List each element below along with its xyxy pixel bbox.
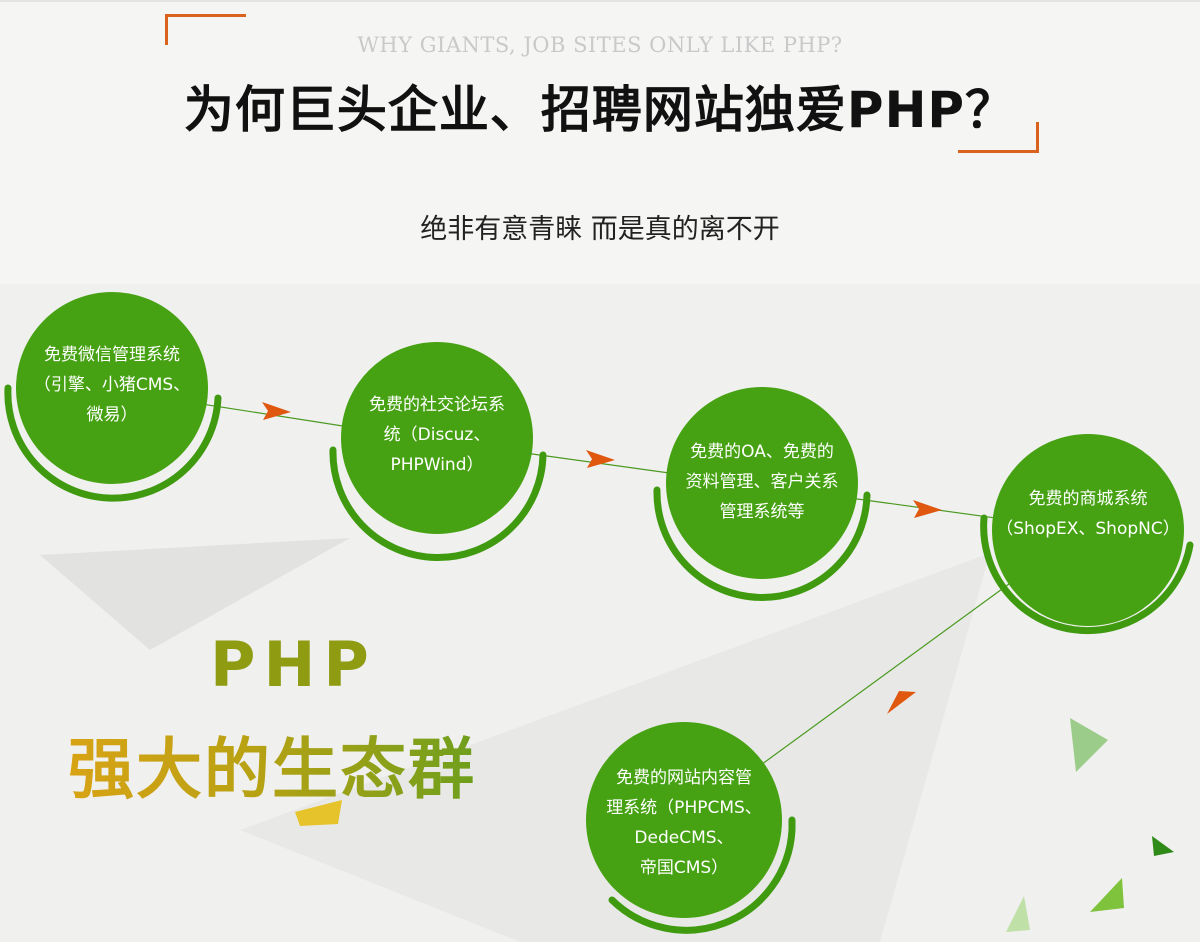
node-circle-4 [992, 434, 1184, 626]
node-text-line: 免费微信管理系统 [44, 345, 180, 365]
arrow-right-2 [586, 450, 615, 468]
node-text-line: DedeCMS、 [634, 828, 734, 848]
ecosystem-heading: 强大的生态群 [68, 716, 476, 812]
arrow-right-1 [262, 402, 291, 420]
node-text-line: 帝国CMS） [639, 858, 729, 878]
node-ring-4 [980, 514, 1194, 635]
node-ring-2 [329, 446, 547, 562]
node-circle-1 [16, 292, 208, 484]
arrow-right-3 [913, 500, 942, 518]
node-circle-2 [341, 342, 533, 534]
node-ring-1 [4, 384, 222, 502]
node-wechat-systems: 免费微信管理系统 （引擎、小猪CMS、 微易） [16, 340, 208, 430]
top-divider [0, 0, 1200, 2]
node-text-line: 免费的网站内容管 [616, 768, 752, 788]
node-shop-systems: 免费的商城系统 （ShopEX、ShopNC） [992, 484, 1184, 544]
decor-paper-plane [295, 800, 342, 826]
node-text-line: （引擎、小猪CMS、 [33, 375, 191, 395]
tagline: 绝非有意青睐 而是真的离不开 [420, 214, 780, 245]
node-text-line: 统（Discuz、 [383, 425, 491, 445]
arrow-down-left [887, 691, 916, 714]
corner-bracket-top-left [165, 14, 246, 45]
php-heading: PHP [210, 628, 377, 701]
corner-bracket-bottom-right [958, 122, 1039, 153]
node-circle-5 [586, 722, 782, 918]
node-ring-5 [608, 816, 796, 934]
node-text-line: PHPWind） [390, 455, 484, 475]
node-text-line: 免费的社交论坛系 [369, 395, 505, 415]
node-forum-systems: 免费的社交论坛系 统（Discuz、 PHPWind） [341, 390, 533, 480]
decor-triangle-green-1 [1070, 718, 1108, 772]
decor-triangle-green-2 [1152, 836, 1174, 856]
node-ring-3 [653, 486, 871, 602]
node-circle-3 [666, 387, 858, 579]
decor-triangle-left [40, 538, 350, 650]
node-text-line: 理系统（PHPCMS、 [606, 798, 762, 818]
node-text-line: 微易） [86, 405, 138, 425]
node-text-line: 免费的商城系统 [1028, 489, 1148, 509]
node-text-line: 免费的OA、免费的 [690, 442, 834, 462]
node-text-line: 管理系统等 [719, 502, 805, 522]
english-subtitle: WHY GIANTS, JOB SITES ONLY LIKE PHP? [357, 33, 843, 57]
node-cms-systems: 免费的网站内容管 理系统（PHPCMS、 DedeCMS、 帝国CMS） [588, 763, 780, 883]
decor-triangle-green-4 [1006, 896, 1030, 932]
page-title: 为何巨头企业、招聘网站独爱PHP？ [183, 81, 1017, 139]
decor-triangle-center [240, 553, 990, 942]
node-text-line: 资料管理、客户关系 [685, 472, 839, 492]
decor-triangle-green-3 [1090, 878, 1124, 912]
node-oa-crm-systems: 免费的OA、免费的 资料管理、客户关系 管理系统等 [666, 437, 858, 527]
node-text-line: （ShopEX、ShopNC） [996, 519, 1180, 539]
